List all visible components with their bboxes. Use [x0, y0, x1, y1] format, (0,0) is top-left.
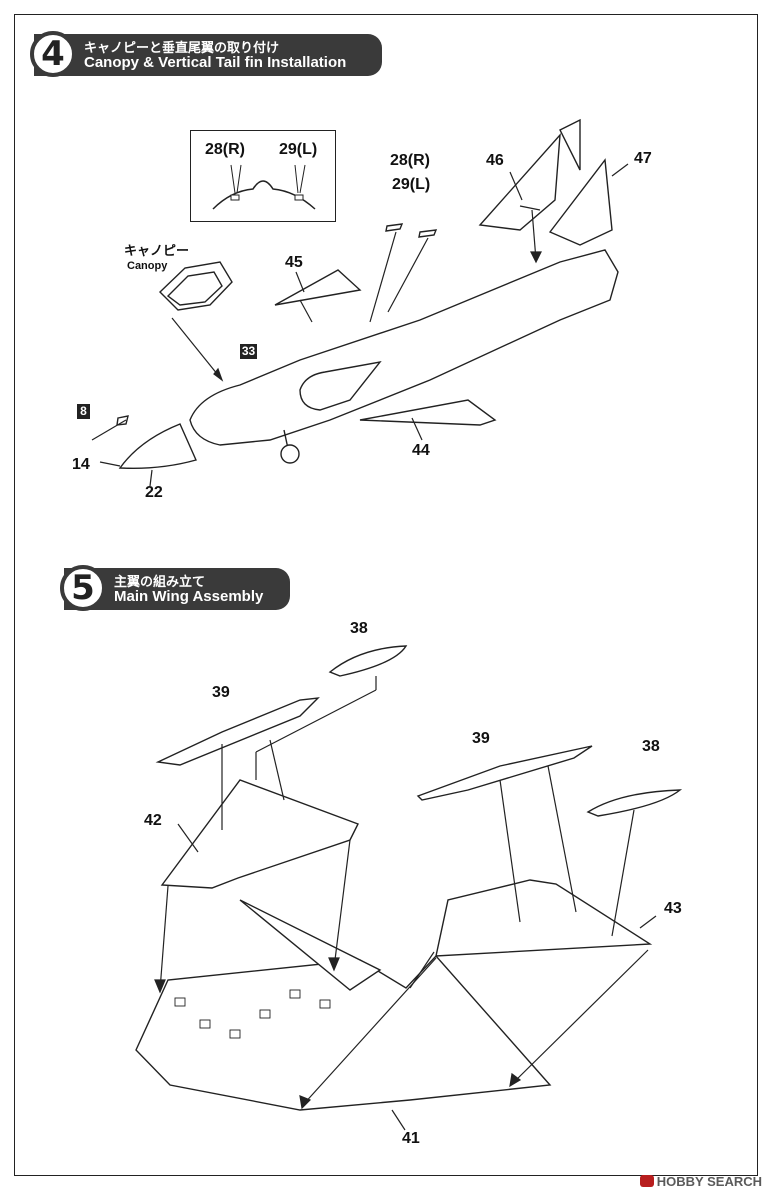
- watermark: HOBBY SEARCH: [639, 1174, 762, 1189]
- canopy-jp-label: キャノピー: [124, 244, 190, 259]
- step-5-header: 5 主翼の組み立て Main Wing Assembly: [60, 565, 290, 611]
- part-14-label: 14: [72, 456, 90, 473]
- part-33-label: 33: [240, 344, 257, 359]
- part-43-label: 43: [664, 900, 682, 917]
- part-38-top-label: 38: [350, 620, 368, 637]
- canopy-en-label: Canopy: [127, 260, 168, 272]
- part-39-right-label: 39: [472, 730, 490, 747]
- inset-label-28r: 28(R): [205, 141, 246, 158]
- part-44-label: 44: [412, 442, 430, 459]
- part-29l-label: 29(L): [392, 176, 431, 193]
- part-47-label: 47: [634, 150, 652, 167]
- part-45-label: 45: [285, 254, 303, 271]
- part-41-label: 41: [402, 1130, 420, 1147]
- part-46-label: 46: [486, 152, 504, 169]
- step-5-title-jp: 主翼の組み立て: [114, 575, 206, 590]
- step-4-number: 4: [30, 31, 76, 77]
- inset-label-29l: 29(L): [279, 141, 318, 158]
- part-42-label: 42: [144, 812, 162, 829]
- watermark-text: HOBBY SEARCH: [656, 1174, 762, 1189]
- step-5-title-en: Main Wing Assembly: [114, 588, 264, 605]
- pilot-head-inset: 28(R) 29(L): [190, 130, 336, 222]
- inset-drawing: [212, 164, 316, 210]
- part-22-label: 22: [145, 484, 163, 501]
- page-border: [14, 14, 758, 1176]
- part-8-label: 8: [77, 404, 90, 419]
- hobbysearch-logo-icon: [639, 1175, 654, 1187]
- step-4-header: 4 キャノピーと垂直尾翼の取り付け Canopy & Vertical Tail…: [30, 31, 382, 77]
- step-4-title-en: Canopy & Vertical Tail fin Installation: [84, 54, 347, 71]
- part-28r-label: 28(R): [390, 152, 431, 169]
- step-5-number: 5: [60, 565, 106, 611]
- part-39-left-label: 39: [212, 684, 230, 701]
- part-38-right-label: 38: [642, 738, 660, 755]
- step-4-title-jp: キャノピーと垂直尾翼の取り付け: [84, 41, 280, 56]
